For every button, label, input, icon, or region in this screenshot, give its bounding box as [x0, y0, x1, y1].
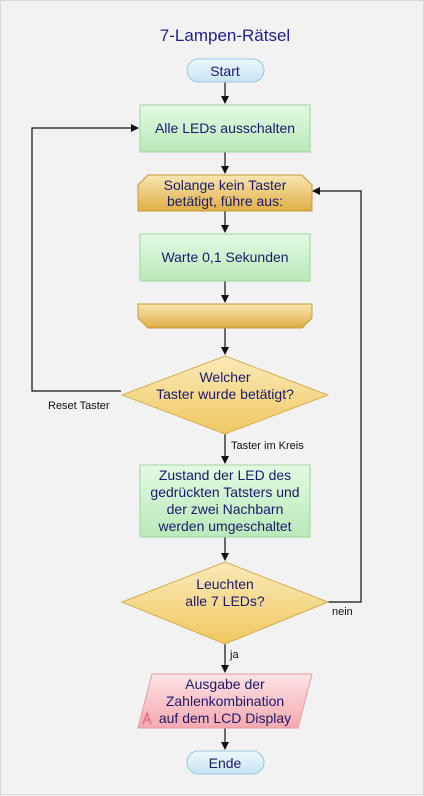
toggle-line-2: gedrückten Tatsters und [150, 484, 299, 500]
start-label: Start [210, 63, 240, 79]
which-button-decision: Welcher Taster wurde betätigt? [120, 355, 330, 435]
end-node: Ende [186, 750, 265, 775]
chart-title: 7-Lampen-Rätsel [160, 26, 290, 45]
edge-no-loopback [312, 187, 362, 603]
all-lit-line-1: Leuchten [196, 576, 254, 592]
loop-end-node [137, 303, 313, 329]
toggle-line-4: werden umgeschaltet [157, 518, 291, 534]
toggle-line-1: Zustand der LED des [159, 467, 291, 483]
wait-label: Warte 0,1 Sekunden [161, 249, 288, 265]
all-lit-line-2: alle 7 LEDs? [185, 593, 265, 609]
output-glyph-icon [142, 710, 152, 725]
edge-label-no: nein [332, 606, 353, 618]
loop-head-line-2: betätigt, führe aus: [167, 193, 283, 209]
loop-head-line-1: Solange kein Taster [164, 177, 287, 193]
all-off-label: Alle LEDs ausschalten [155, 120, 295, 136]
edge-label-circle-button: Taster im Kreis [231, 440, 304, 452]
toggle-node: Zustand der LED des gedrückten Tatsters … [139, 464, 311, 538]
edge-label-reset: Reset Taster [48, 400, 110, 412]
loop-head-node: Solange kein Taster betätigt, führe aus: [137, 174, 313, 212]
which-button-line-2: Taster wurde betätigt? [156, 386, 294, 402]
connectors [31, 82, 362, 750]
edge-reset-loopback [31, 124, 139, 392]
all-off-node: Alle LEDs ausschalten [139, 104, 311, 153]
output-line-3: auf dem LCD Display [159, 710, 291, 726]
output-node: Ausgabe der Zahlenkombination auf dem LC… [137, 673, 313, 729]
end-label: Ende [209, 755, 242, 771]
output-line-2: Zahlenkombination [166, 693, 284, 709]
start-node: Start [186, 58, 265, 83]
toggle-line-3: der zwei Nachbarn [167, 501, 284, 517]
all-lit-decision: Leuchten alle 7 LEDs? [120, 561, 330, 645]
which-button-line-1: Welcher [199, 369, 250, 385]
edge-label-yes: ja [229, 649, 239, 661]
wait-node: Warte 0,1 Sekunden [139, 233, 311, 282]
output-line-1: Ausgabe der [185, 676, 265, 692]
